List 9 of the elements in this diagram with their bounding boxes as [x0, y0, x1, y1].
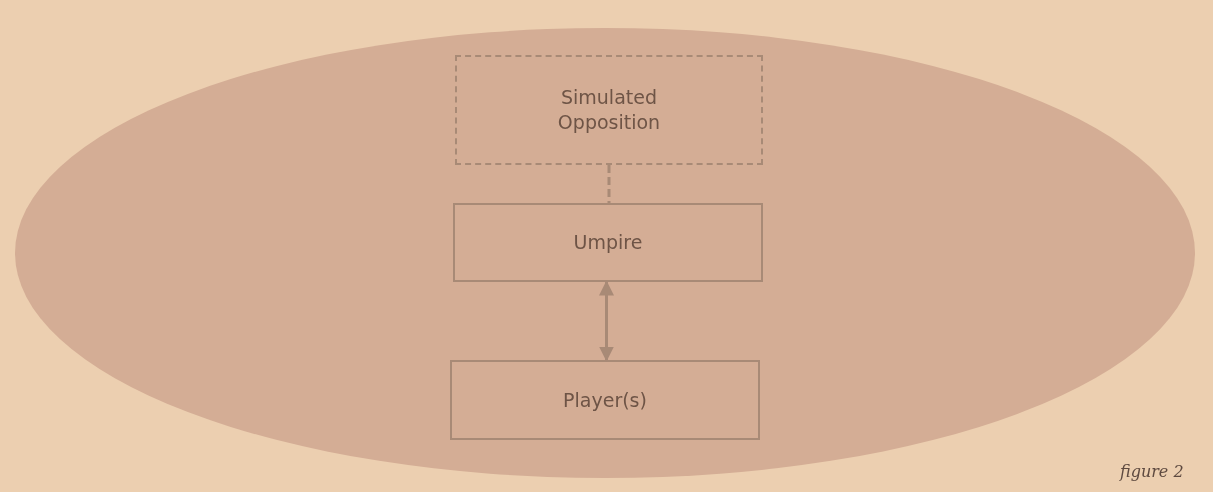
process-box — [455, 55, 763, 165]
process-box — [453, 203, 763, 282]
box-label: Umpire — [572, 230, 644, 255]
arrow — [599, 280, 614, 362]
process-box — [450, 360, 760, 440]
figure-caption: figure 2 — [1120, 462, 1184, 481]
box-label: Player(s) — [562, 387, 648, 413]
box-label: Simulated Opposition — [556, 85, 662, 135]
connector-line — [607, 165, 611, 203]
